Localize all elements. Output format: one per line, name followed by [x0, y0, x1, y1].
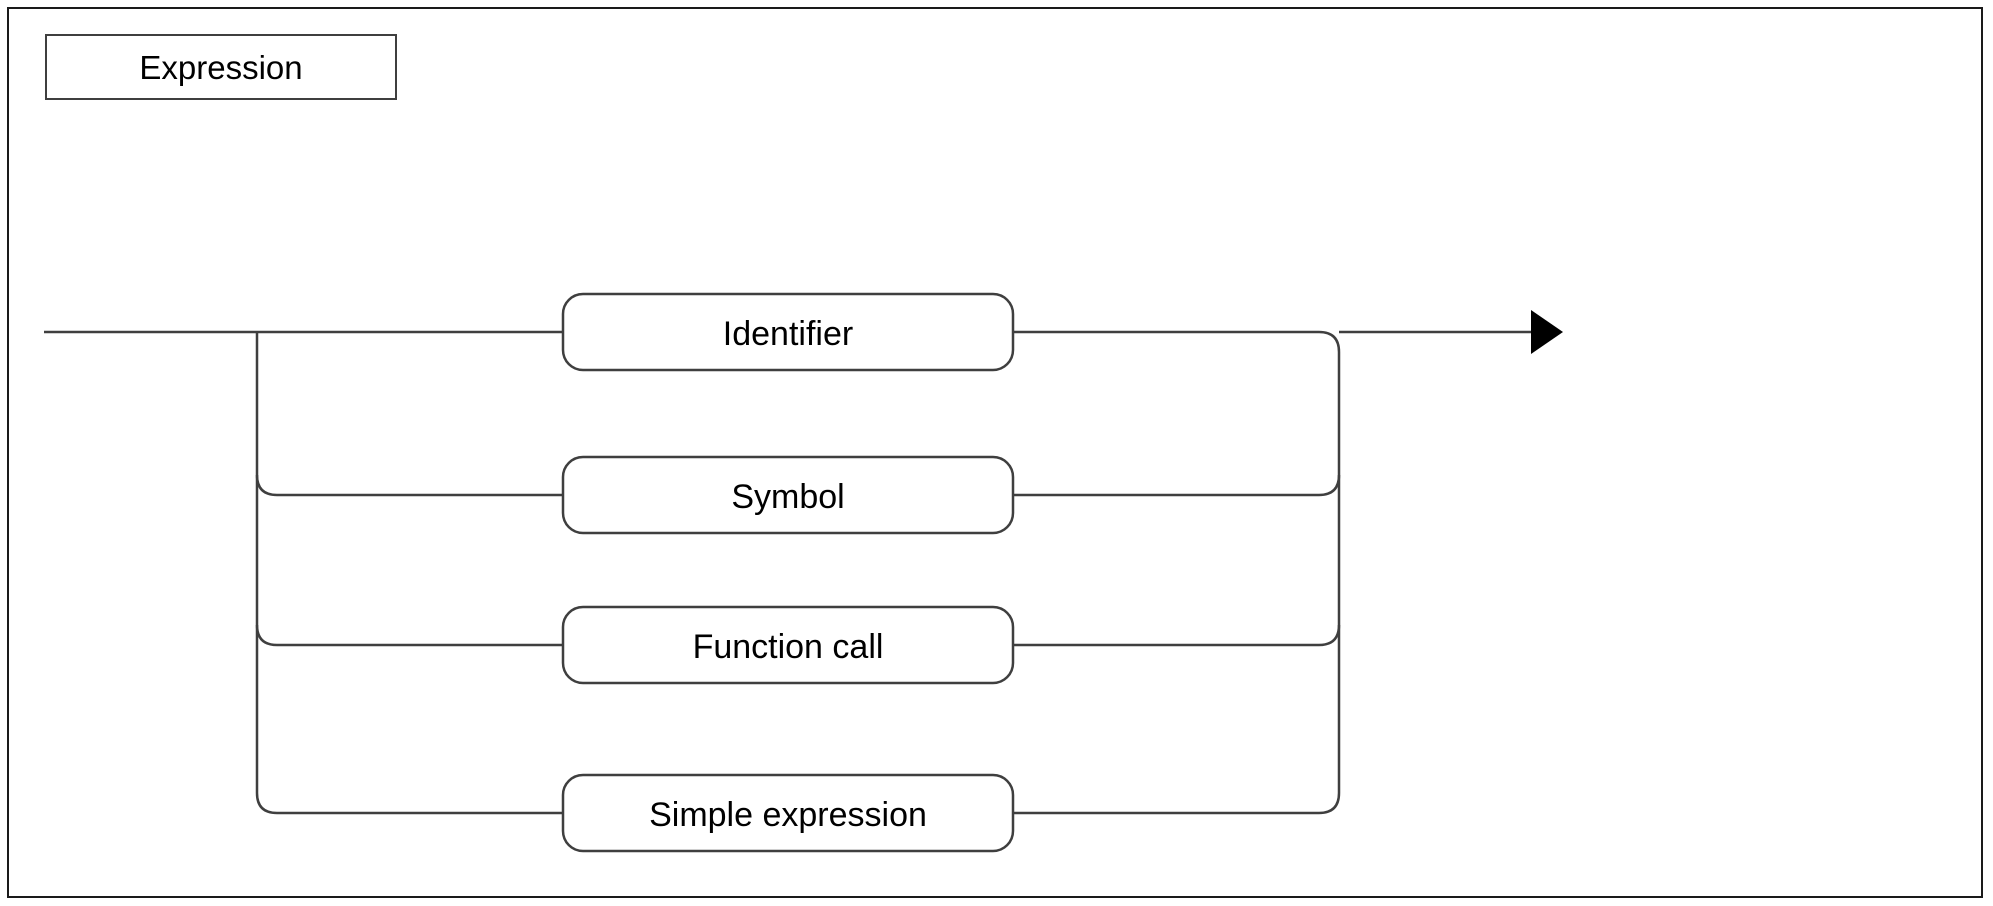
branch-line-simple-expression	[255, 792, 563, 815]
page-frame	[7, 7, 1983, 898]
node-identifier-box[interactable]	[561, 292, 1015, 372]
node-symbol[interactable]: Symbol	[561, 455, 1015, 535]
branch-line-symbol	[255, 474, 563, 497]
node-function-call-label: Function call	[693, 628, 884, 666]
merge-corner-top	[1318, 330, 1341, 353]
node-identifier[interactable]: Identifier	[561, 292, 1015, 372]
node-function-call[interactable]: Function call	[561, 605, 1015, 685]
node-identifier-label: Identifier	[723, 315, 853, 353]
node-simple-expression-label: Simple expression	[649, 796, 927, 834]
arrow-right-icon	[1531, 310, 1563, 354]
exit-line-simple-expression	[1013, 792, 1341, 815]
track-lines	[44, 330, 1534, 815]
page-title: Expression	[139, 48, 303, 86]
branch-line-function-call	[255, 624, 563, 647]
exit-line-function-call	[1013, 624, 1341, 647]
title-box: Expression	[45, 34, 397, 100]
node-symbol-box[interactable]	[561, 455, 1015, 535]
node-simple-expression[interactable]: Simple expression	[561, 773, 1015, 853]
node-function-call-box[interactable]	[561, 605, 1015, 685]
exit-line-symbol	[1013, 474, 1341, 497]
node-simple-expression-box[interactable]	[561, 773, 1015, 853]
node-symbol-label: Symbol	[731, 478, 844, 516]
